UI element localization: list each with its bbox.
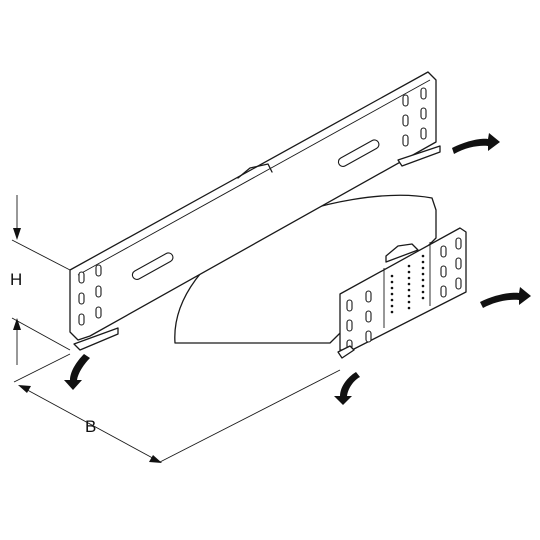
rear-left-foot [73,327,119,351]
rotation-arrow-rear-left [64,354,90,390]
rotation-arrow-front-right [480,287,531,308]
rotation-arrow-rear-right [452,133,500,154]
front-foot [337,345,355,359]
rear-left-holes [78,264,102,326]
rear-right-holes [402,87,427,147]
front-perforation-dots [390,254,425,314]
rotation-arrow-front-bottom [334,372,360,405]
rear-slot-left [131,252,174,280]
rear-slot-right [337,139,380,167]
rear-right-foot [397,145,441,167]
width-label: B [85,417,96,436]
front-right-holes [440,237,462,298]
height-label: H [10,270,22,289]
front-side-plate [337,227,467,359]
rear-side-plate [69,71,441,351]
dimension-height: H [10,195,71,365]
dimension-width: B [13,353,341,463]
